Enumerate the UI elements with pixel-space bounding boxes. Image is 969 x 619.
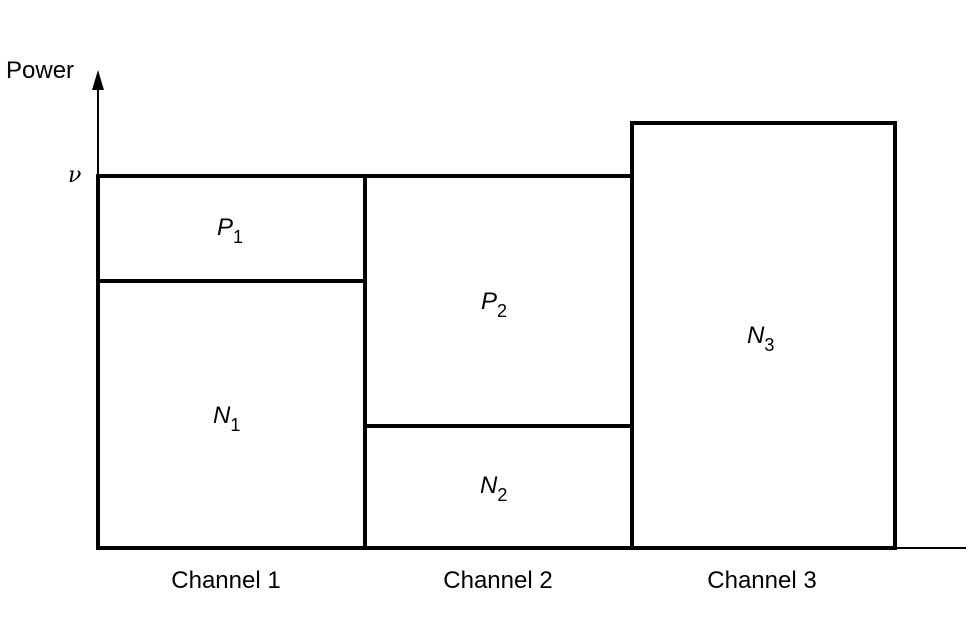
channel-1-power-label: P1 — [217, 214, 243, 247]
channel-1-name: Channel 1 — [171, 567, 280, 594]
channel-3-noise-label: N3 — [747, 322, 774, 355]
y-axis-label: Power — [6, 57, 74, 84]
y-axis-arrow-icon — [92, 70, 104, 90]
channel-3-noise-block — [630, 121, 897, 550]
channel-1-noise-label: N1 — [213, 402, 240, 435]
channel-2-power-label: P2 — [481, 288, 507, 321]
channel-2-noise-label: N2 — [480, 472, 507, 505]
channel-3-name: Channel 3 — [707, 567, 816, 594]
channel-2-name: Channel 2 — [443, 567, 552, 594]
water-level-label: ν — [68, 163, 81, 188]
